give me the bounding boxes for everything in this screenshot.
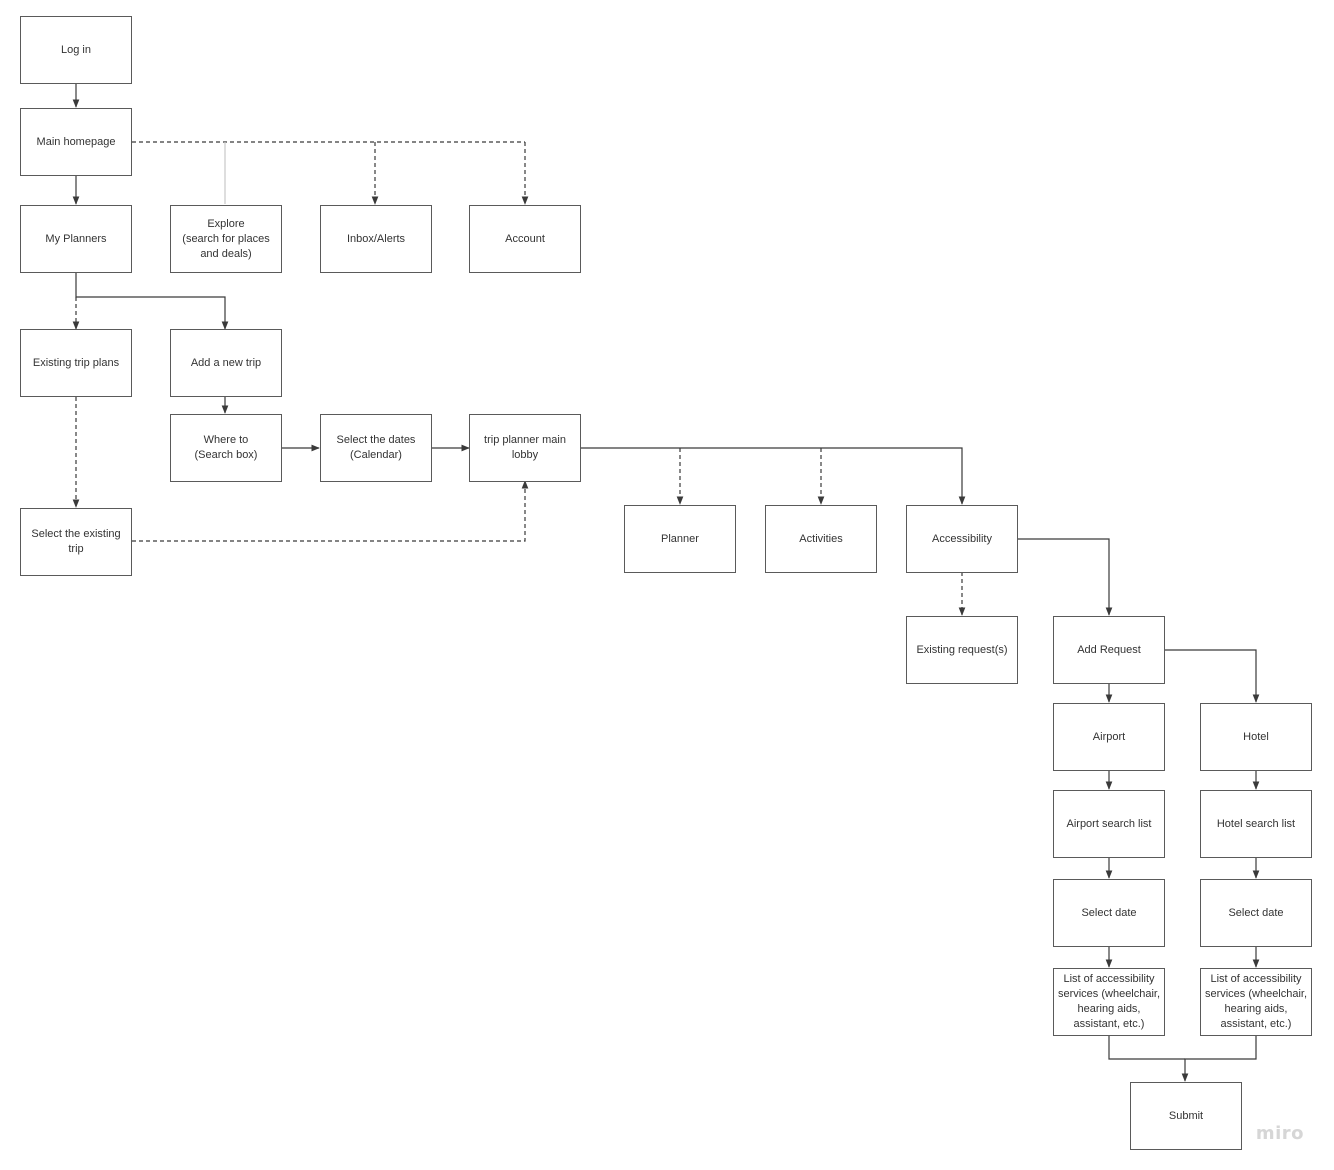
edge-lobby-accessibility [581,447,966,505]
node-airport-select-date: Select date [1053,879,1165,947]
node-accessibility: Accessibility [906,505,1018,573]
node-explore: Explore (search for places and deals) [170,205,282,273]
node-select-dates: Select the dates (Calendar) [320,414,432,482]
node-where-to: Where to (Search box) [170,414,282,482]
node-my-planners: My Planners [20,205,132,273]
node-account: Account [469,205,581,273]
node-planner: Planner [624,505,736,573]
node-login: Log in [20,16,132,84]
node-hotel-services-list: List of accessibility services (wheelcha… [1200,968,1312,1036]
node-airport: Airport [1053,703,1165,771]
edge-addrequest-hotel [1165,649,1260,703]
node-airport-search-list: Airport search list [1053,790,1165,858]
node-activities: Activities [765,505,877,573]
node-airport-services-list: List of accessibility services (wheelcha… [1053,968,1165,1036]
node-trip-planner-lobby: trip planner main lobby [469,414,581,482]
node-submit: Submit [1130,1082,1242,1150]
node-hotel: Hotel [1200,703,1312,771]
edge-airportservices-submit [1108,1035,1185,1060]
node-inbox-alerts: Inbox/Alerts [320,205,432,273]
edge-accessibility-addrequest [1018,538,1113,616]
node-existing-trip-plans: Existing trip plans [20,329,132,397]
node-select-existing-trip: Select the existing trip [20,508,132,576]
node-main-homepage: Main homepage [20,108,132,176]
edge-planners-addtrip [75,272,229,330]
edge-select-lobby [132,480,529,542]
node-existing-requests: Existing request(s) [906,616,1018,684]
node-hotel-select-date: Select date [1200,879,1312,947]
node-add-new-trip: Add a new trip [170,329,282,397]
node-hotel-search-list: Hotel search list [1200,790,1312,858]
miro-logo: miro [1255,1123,1304,1144]
node-add-request: Add Request [1053,616,1165,684]
edge-hotelservices-submit [1181,1035,1257,1082]
